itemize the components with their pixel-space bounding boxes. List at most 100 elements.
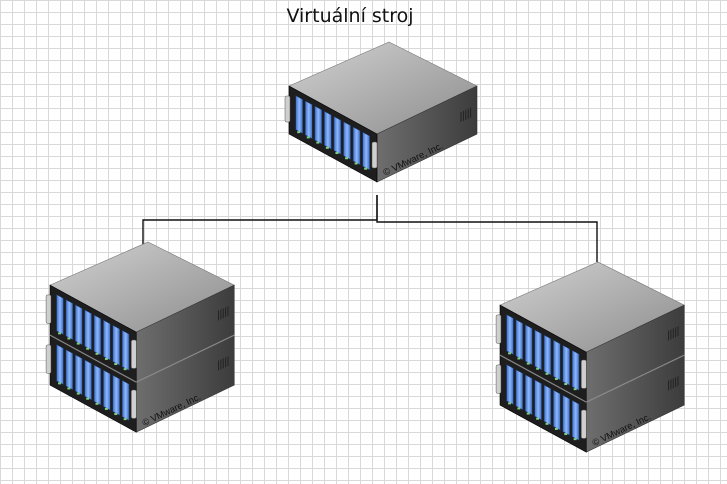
drive-bay <box>343 121 351 160</box>
drive-bay <box>571 349 580 391</box>
drive-bay <box>295 95 303 134</box>
drive-bay <box>553 389 561 431</box>
drive-led <box>95 402 99 405</box>
drive-led <box>86 347 90 350</box>
diagram-title: Virtuální stroj <box>286 5 414 27</box>
rack-handle <box>495 364 502 394</box>
right-server-stack: © VMware, Inc. <box>495 261 685 453</box>
rack-handle <box>131 339 137 369</box>
drive-led <box>104 357 108 360</box>
rack-handle <box>581 359 587 389</box>
drive-led <box>517 407 521 410</box>
drive-led <box>526 362 530 365</box>
drive-led <box>297 131 301 134</box>
drive-bay <box>84 309 92 351</box>
drive-led <box>123 418 127 421</box>
drive-bay <box>515 369 524 411</box>
rack-handle <box>371 141 378 169</box>
drive-led <box>86 397 90 400</box>
drive-led <box>58 332 61 335</box>
drive-led <box>536 417 540 420</box>
drive-led <box>564 383 568 386</box>
unit-separator <box>49 334 137 383</box>
drive-led <box>76 342 80 345</box>
drive-led <box>554 377 558 380</box>
rack-handle <box>495 314 502 344</box>
drive-led <box>554 427 558 430</box>
connector-lines <box>142 195 598 262</box>
drive-bay <box>333 116 342 155</box>
drive-bay <box>534 329 542 371</box>
drive-bay <box>362 131 370 171</box>
drive-bay <box>314 105 323 145</box>
drive-bay <box>543 384 552 426</box>
drive-bay <box>93 314 102 356</box>
drive-led <box>67 337 71 340</box>
drive-bay <box>56 294 64 336</box>
drive-bay <box>75 354 83 396</box>
drive-bay <box>121 379 130 421</box>
drive-led <box>114 413 118 416</box>
drive-bay <box>352 126 361 166</box>
drive-bay <box>112 374 120 416</box>
drive-bay <box>93 364 102 406</box>
drive-bay <box>525 374 533 416</box>
drive-bay <box>525 324 533 366</box>
rack-handle <box>45 344 52 374</box>
drive-bay <box>534 379 542 421</box>
drive-led <box>508 352 511 355</box>
drive-led <box>536 367 540 370</box>
drive-bay <box>305 100 313 140</box>
drive-bay <box>103 369 111 411</box>
drive-bay <box>543 334 552 376</box>
drive-bay <box>56 344 64 386</box>
unit-separator <box>499 354 587 403</box>
edge-top-to-left <box>142 195 378 246</box>
drive-bay <box>121 329 130 371</box>
drive-led <box>95 352 99 355</box>
drive-led <box>335 152 339 155</box>
drive-led <box>526 412 530 415</box>
drive-bay <box>562 344 570 386</box>
drive-bay <box>103 319 111 361</box>
drive-led <box>364 167 368 170</box>
drive-led <box>114 363 118 366</box>
drive-bay <box>324 110 332 150</box>
unit-separator <box>135 334 235 383</box>
rack-handle <box>131 389 137 419</box>
drive-led <box>545 422 549 425</box>
drive-bay <box>65 299 74 341</box>
drive-led <box>58 382 61 385</box>
drive-led <box>545 372 549 375</box>
drive-led <box>104 407 108 410</box>
drive-led <box>573 438 577 441</box>
drive-led <box>123 368 127 371</box>
left-server-stack: © VMware, Inc. <box>45 241 235 433</box>
drive-bay <box>515 319 524 361</box>
drive-led <box>573 388 577 391</box>
drive-led <box>67 387 71 390</box>
drive-led <box>345 157 349 160</box>
drive-bay <box>75 304 83 346</box>
drive-led <box>354 162 358 165</box>
drive-bay <box>65 349 74 391</box>
drive-led <box>306 136 310 139</box>
drive-bay <box>84 359 92 401</box>
drive-led <box>564 433 568 436</box>
drive-bay <box>112 324 120 366</box>
unit-separator <box>585 354 685 403</box>
drive-bay <box>571 399 580 441</box>
drive-led <box>325 146 329 149</box>
drive-led <box>517 357 521 360</box>
rack-handle <box>581 409 587 439</box>
drive-bay <box>506 364 514 406</box>
rack-handle <box>284 95 291 123</box>
drive-led <box>508 402 511 405</box>
drive-bay <box>506 314 514 356</box>
edge-top-to-right <box>376 195 598 262</box>
rack-handle <box>45 294 52 324</box>
drive-bay <box>562 394 570 436</box>
drive-led <box>316 141 320 144</box>
drive-led <box>76 392 80 395</box>
